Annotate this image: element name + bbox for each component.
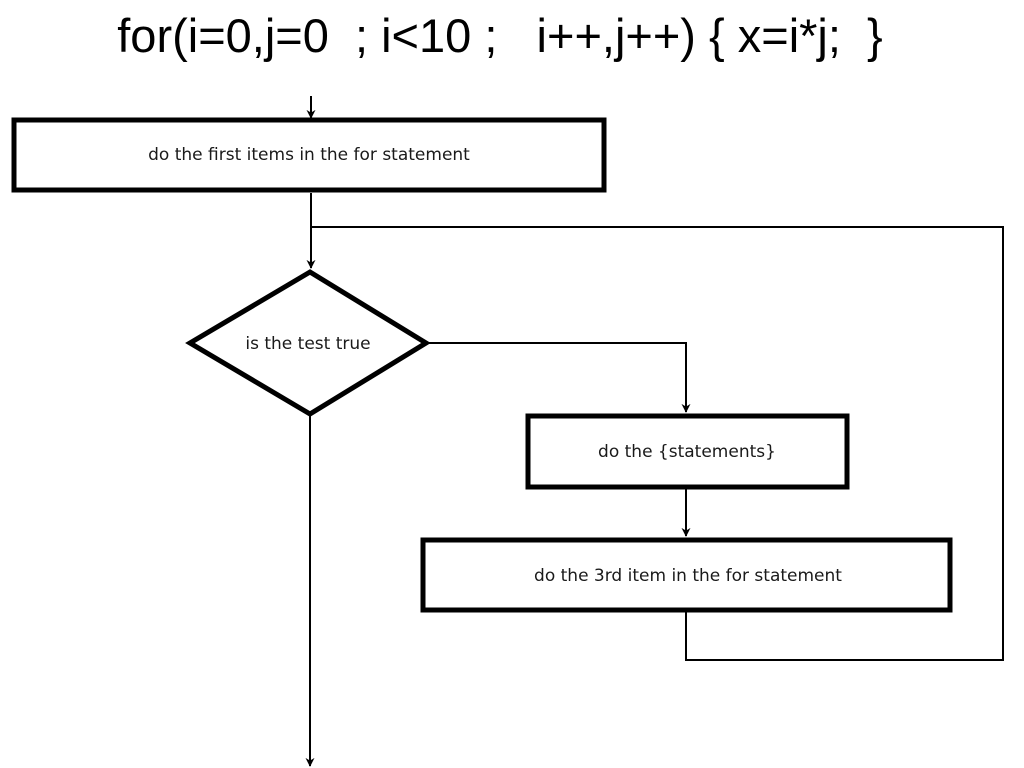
increment-box [420, 537, 953, 613]
slide-title: for(i=0,j=0 ; i<10 ; i++,j++) { x=i*j; } [117, 9, 883, 62]
test-decision-label: is the test true [245, 334, 370, 354]
init-box [11, 117, 607, 193]
body-box-label: do the {statements} [598, 442, 776, 462]
loop-back-connector [311, 226, 1004, 661]
body-box [525, 413, 850, 490]
init-box-label: do the first items in the for statement [148, 145, 470, 165]
test-decision [185, 269, 431, 417]
increment-box-label: do the 3rd item in the for statement [534, 566, 842, 586]
true-branch-connector [426, 342, 691, 413]
